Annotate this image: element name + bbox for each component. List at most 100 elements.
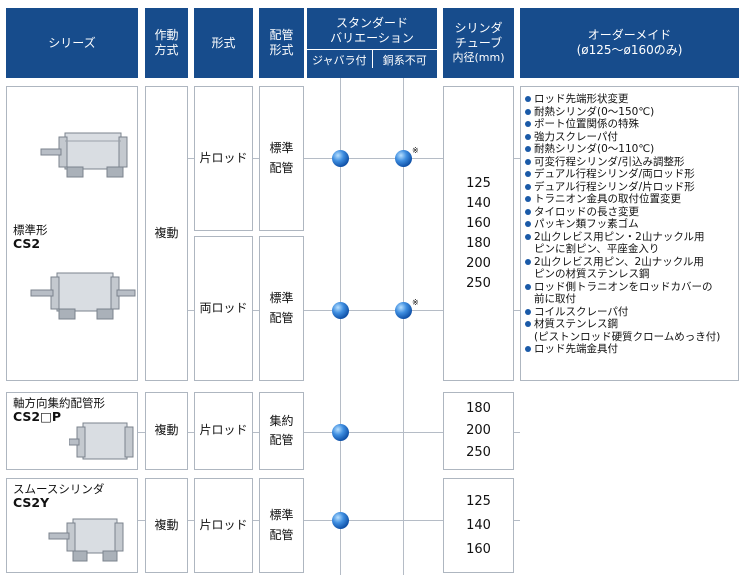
type-cs2p: 片ロッド [199,423,248,438]
series-cs2y-code: CS2Y [13,495,50,510]
made-to-order-item: タイロッドの長さ変更 [525,206,738,219]
bore-cell-cs2p: 180 200 250 [443,392,514,470]
piping-cell-cs2-double: 標準 配管 [259,236,304,381]
piping-cell-cs2y: 標準 配管 [259,478,304,573]
cylinder-axial-piping-image [69,422,134,460]
series-cs2y-label: スムースシリンダ CS2Y [13,482,104,510]
series-cs2-label: 標準形 CS2 [13,223,48,251]
bore-value: 140 [466,517,491,533]
type-cell-cs2y: 片ロッド [194,478,253,573]
operation-cell-cs2y: 複動 [145,478,188,573]
made-to-order-item: トラニオン金具の取付位置変更 [525,193,738,206]
type-cs2-single: 片ロッド [199,150,248,165]
operation-cs2p: 複動 [154,423,179,438]
made-to-order-item: ロッド先端金具付 [525,343,738,356]
made-to-order-item: ポート位置関係の特殊 [525,118,738,131]
type-cell-cs2-double: 両ロッド [194,236,253,381]
copper-dot-cs2-single [395,150,412,167]
gridline-row1a [188,158,520,159]
series-cs2-name: 標準形 [13,223,48,237]
header-series-label: シリーズ [48,35,96,50]
bore-value: 125 [466,493,491,509]
bore-cell-cs2y: 125 140 160 [443,478,514,573]
bore-value: 200 [466,423,491,438]
header-bellows: ジャバラ付 [307,50,373,68]
made-to-order-item: ピンに割ピン、平座金入り [534,243,660,255]
series-cell-cs2: 標準形 CS2 [6,86,138,381]
gridline-row2 [138,432,520,433]
bellows-dot-cs2-double [332,302,349,319]
series-cs2p-label: 軸方向集約配管形 CS2□P [13,396,105,424]
copper-note-cs2-double: ※ [412,298,419,307]
bore-list-cs2: 125 140 160 180 200 250 [466,174,491,294]
made-to-order-item: パッキン類フッ素ゴム [525,218,738,231]
series-cell-cs2p: 軸方向集約配管形 CS2□P [6,392,138,470]
made-to-order-item: ロッド側トラニオンをロッドカバーの [525,281,738,294]
piping-cell-cs2-single: 標準 配管 [259,86,304,231]
bore-value: 200 [466,255,491,271]
made-to-order-item: 2山クレビス用ピン、2山ナックル用 [525,256,738,269]
piping-cs2p: 集約 配管 [269,413,294,447]
made-to-order-item: 耐熱シリンダ(0〜110℃) [525,143,738,156]
cylinder-double-rod-image [30,272,136,320]
header-made-to-order-range: (ø125〜ø160のみ) [576,43,683,57]
header-type: 形式 [194,8,253,78]
bellows-dot-cs2y [332,512,349,529]
bore-value: 160 [466,541,491,557]
header-series: シリーズ [6,8,138,78]
series-cs2-code: CS2 [13,236,41,251]
header-copper-free: 銅系不可 [382,54,427,67]
bore-cell-cs2: 125 140 160 180 200 250 [443,86,514,381]
made-to-order-item: ピンの材質ステンレス鋼 [534,268,650,280]
operation-cs2: 複動 [154,225,179,240]
piping-cs2-single: 標準 配管 [269,141,294,175]
piping-cell-cs2p: 集約 配管 [259,392,304,470]
header-made-to-order: オーダーメイド (ø125〜ø160のみ) [520,8,739,78]
header-operation: 作動 方式 [145,8,188,78]
operation-cell-cs2: 複動 [145,86,188,381]
gridline-row1b [188,310,520,311]
bore-value: 250 [466,445,491,460]
operation-cs2y: 複動 [154,517,179,532]
type-cs2y: 片ロッド [199,517,248,532]
header-tube-bore: シリンダ チューブ 内径(mm) [443,8,514,78]
made-to-order-cell: ロッド先端形状変更耐熱シリンダ(0〜150℃)ポート位置関係の特殊強力スクレーパ… [520,86,739,381]
header-tube-bore-label: シリンダ チューブ [454,21,503,51]
type-cs2-double: 両ロッド [199,300,248,315]
series-cs2y-name: スムースシリンダ [13,482,105,496]
bore-list-cs2p: 180 200 250 [466,398,491,464]
cylinder-single-rod-image [40,132,128,178]
piping-cs2-double: 標準 配管 [269,291,294,325]
type-cell-cs2-single: 片ロッド [194,86,253,231]
gridline-bellows-column [340,78,341,575]
made-to-order-item: 2山クレビス用ピン・2山ナックル用 [525,231,738,244]
type-cell-cs2p: 片ロッド [194,392,253,470]
piping-cs2y: 標準 配管 [269,508,294,542]
bore-value: 140 [466,195,491,211]
made-to-order-item: 前に取付 [534,293,576,305]
operation-cell-cs2p: 複動 [145,392,188,470]
made-to-order-item: デュアル行程シリンダ/両ロッド形 [525,168,738,181]
header-tube-bore-unit: 内径(mm) [452,51,505,65]
header-standard-variation-label: スタンダード バリエーション [330,16,414,45]
header-type-label: 形式 [211,35,236,50]
gridline-row3 [138,520,520,521]
made-to-order-item: 可変行程シリンダ/引込み調整形 [525,156,738,169]
made-to-order-item: 材質ステンレス鋼 [525,318,738,331]
header-standard-variation: スタンダード バリエーション ジャバラ付 銅系不可 [307,8,437,78]
bore-value: 180 [466,401,491,416]
copper-note-cs2-single: ※ [412,146,419,155]
series-cs2p-code: CS2□P [13,409,62,424]
bore-value: 160 [466,215,491,231]
header-operation-label: 作動 方式 [154,28,179,57]
series-cell-cs2y: スムースシリンダ CS2Y [6,478,138,573]
made-to-order-item: コイルスクレーパ付 [525,306,738,319]
bellows-dot-cs2-single [332,150,349,167]
copper-dot-cs2-double [395,302,412,319]
bore-list-cs2y: 125 140 160 [466,490,491,562]
bore-value: 250 [466,275,491,291]
bore-value: 125 [466,175,491,191]
made-to-order-item: (ピストンロッド硬質クロームめっき付) [534,330,721,343]
header-piping: 配管 形式 [259,8,304,78]
cylinder-smooth-image [48,518,124,562]
